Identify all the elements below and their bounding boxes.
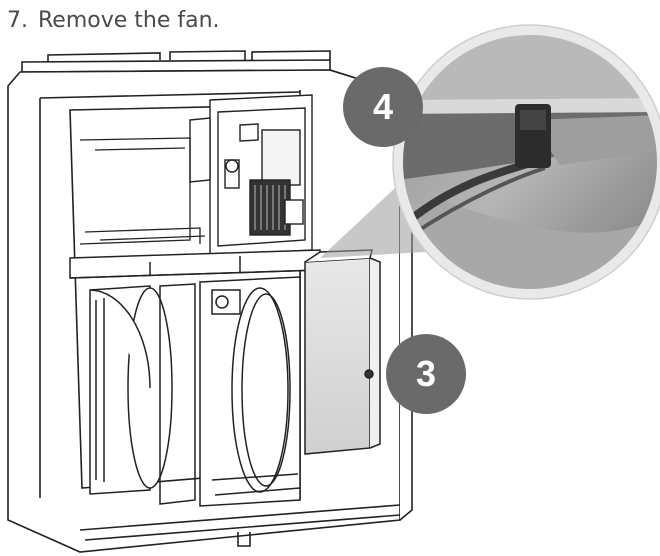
filter-housing xyxy=(304,249,381,455)
control-board xyxy=(189,94,313,257)
center-fan xyxy=(199,276,301,507)
callout-badge-4: 4 xyxy=(343,67,423,147)
zoom-detail xyxy=(398,30,660,294)
step-text: Remove the fan. xyxy=(38,8,220,33)
callout-label-4: 4 xyxy=(372,86,394,127)
callout-label-3: 3 xyxy=(415,353,437,394)
left-fan xyxy=(89,283,196,505)
step-number: 7. xyxy=(7,8,28,33)
instruction-step: 7. Remove the fan. xyxy=(0,4,220,38)
callout-badge-3: 3 xyxy=(386,334,466,414)
zoom-ring xyxy=(393,25,660,299)
